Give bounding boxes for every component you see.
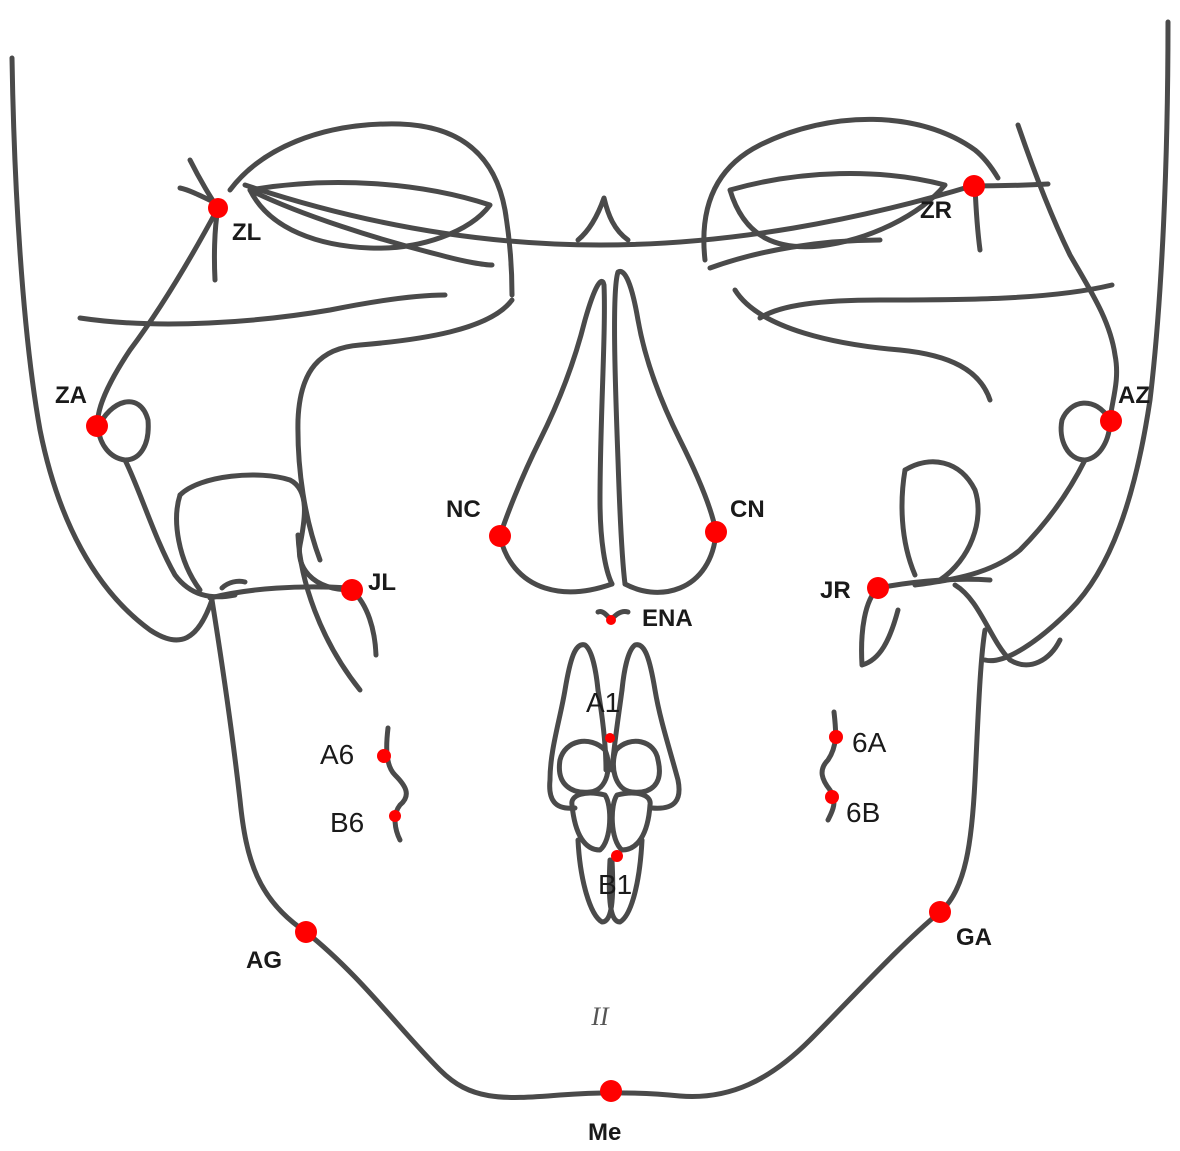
landmark-label-zl: ZL xyxy=(232,219,261,246)
landmark-dot-6b xyxy=(825,790,839,804)
landmark-dot-za xyxy=(86,415,108,437)
landmark-dot-ag xyxy=(295,921,317,943)
landmark-dot-6a xyxy=(829,730,843,744)
landmark-dot-az xyxy=(1100,410,1122,432)
landmark-dot-b6 xyxy=(389,810,401,822)
landmark-dot-ena xyxy=(606,615,616,625)
landmark-dot-a1 xyxy=(605,733,615,743)
landmark-label-me: Me xyxy=(588,1119,621,1146)
landmark-label-6a: 6A xyxy=(852,727,887,758)
landmark-dot-jr xyxy=(867,577,889,599)
landmark-label-cn: CN xyxy=(730,496,765,523)
landmark-label-6b: 6B xyxy=(846,797,880,828)
landmark-label-a6: A6 xyxy=(320,739,354,770)
landmark-dot-ga xyxy=(929,901,951,923)
landmark-dot-b1 xyxy=(611,850,623,862)
landmark-label-ga: GA xyxy=(956,924,992,951)
landmark-label-b6: B6 xyxy=(330,807,364,838)
landmark-label-jr: JR xyxy=(820,577,851,604)
nasal-cavity xyxy=(500,271,716,620)
maxilla-right xyxy=(862,462,990,665)
landmark-label-za: ZA xyxy=(55,382,87,409)
landmark-label-b1: B1 xyxy=(598,869,632,900)
landmark-dot-nc xyxy=(489,525,511,547)
landmark-label-a1: A1 xyxy=(586,687,620,718)
landmark-label-nc: NC xyxy=(446,496,481,523)
landmark-dot-zr xyxy=(963,175,985,197)
landmark-dot-me xyxy=(600,1080,622,1102)
landmark-dot-a6 xyxy=(377,749,391,763)
figure-marking: II xyxy=(590,1002,610,1031)
orbit-left xyxy=(230,124,512,295)
landmark-dot-cn xyxy=(705,521,727,543)
landmark-dot-jl xyxy=(341,579,363,601)
landmark-label-ag: AG xyxy=(246,947,282,974)
landmark-label-zr: ZR xyxy=(920,197,952,224)
zygomatic-left xyxy=(80,160,512,597)
landmark-label-ena: ENA xyxy=(642,605,693,632)
landmark-dot-zl xyxy=(208,198,228,218)
landmark-label-az: AZ xyxy=(1118,382,1150,409)
landmark-label-jl: JL xyxy=(368,569,396,596)
